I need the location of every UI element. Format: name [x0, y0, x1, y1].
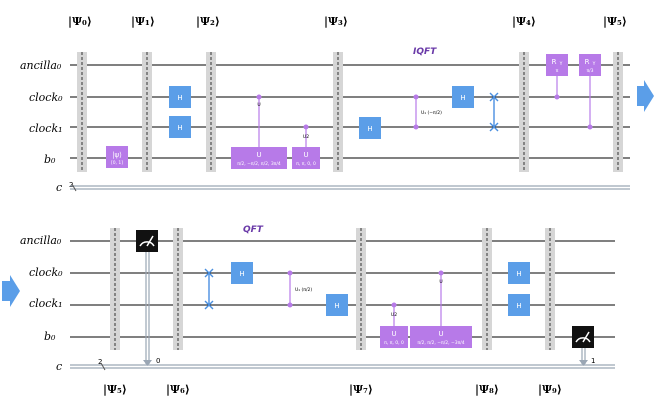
- h-gate-clock1-c: H: [326, 294, 348, 316]
- barrier-5: [613, 52, 623, 172]
- barrier-0: [77, 52, 87, 172]
- h-gate-clock1-b: H: [359, 117, 381, 139]
- svg-text:π/3: π/3: [586, 68, 593, 74]
- barrier-9: [545, 228, 555, 350]
- measure-bit-1: 1: [591, 357, 595, 365]
- psi5-label: |Ψ₅⟩: [603, 15, 627, 28]
- creg-label: c: [56, 181, 62, 194]
- swap-icon: [489, 92, 499, 132]
- swap-icon: [204, 268, 214, 310]
- svg-text:H: H: [334, 302, 339, 310]
- creg-width: 2: [98, 358, 102, 366]
- qubit-label-clock1: clock₁: [29, 122, 63, 135]
- svg-text:U: U: [438, 330, 443, 338]
- svg-text:R: R: [552, 58, 557, 66]
- measure-bit-0: 0: [156, 357, 160, 365]
- barrier-7: [356, 228, 366, 350]
- svg-text:U2: U2: [391, 312, 397, 318]
- controlled-u-gate-3: U2 U π, π, 0, 0: [380, 302, 408, 348]
- psi8-label: |Ψ₈⟩: [475, 383, 499, 396]
- svg-text:|ψ⟩: |ψ⟩: [112, 151, 122, 159]
- qubit-label-ancilla: ancilla₀: [20, 59, 62, 72]
- ry-gate-1: R Y π: [546, 54, 568, 100]
- svg-text:π, π, 0, 0: π, π, 0, 0: [296, 161, 316, 167]
- barrier-3: [333, 52, 343, 172]
- qubit-label-clock1: clock₁: [29, 297, 63, 310]
- barrier-6: [173, 228, 183, 350]
- svg-text:[0, 1]: [0, 1]: [111, 160, 123, 166]
- barrier-8: [482, 228, 492, 350]
- svg-text:π: π: [556, 69, 559, 74]
- barrier-4: [519, 52, 529, 172]
- ry-gate-2: R Y π/3: [579, 54, 601, 130]
- svg-text:R: R: [585, 58, 590, 66]
- svg-text:H: H: [177, 124, 182, 132]
- qubit-label-ancilla: ancilla₀: [20, 234, 62, 247]
- psi0-label: |Ψ₀⟩: [68, 15, 92, 28]
- continue-arrow-icon: [637, 80, 654, 112]
- svg-text:H: H: [460, 94, 465, 102]
- iqft-title: IQFT: [413, 47, 437, 57]
- svg-text:U: U: [439, 279, 442, 285]
- h-gate-clock1-d: H: [508, 294, 530, 316]
- svg-text:U: U: [391, 330, 396, 338]
- svg-text:Y: Y: [559, 61, 563, 67]
- psi2-label: |Ψ₂⟩: [196, 15, 220, 28]
- barrier-5b: [110, 228, 120, 350]
- svg-text:U₁ (−π/2): U₁ (−π/2): [421, 110, 442, 116]
- measure-icon: [136, 230, 158, 366]
- svg-text:π, π, 0, 0: π, π, 0, 0: [384, 340, 404, 346]
- qubit-label-b0: b₀: [44, 330, 56, 343]
- svg-text:H: H: [367, 125, 372, 133]
- qubit-label-b0: b₀: [44, 153, 56, 166]
- h-gate-clock0-d: H: [508, 262, 530, 284]
- svg-text:π/2, −π/2, π/2, 3π/4: π/2, −π/2, π/2, 3π/4: [237, 161, 281, 167]
- svg-text:U: U: [257, 102, 260, 108]
- controlled-u-gate-1: U U π/2, −π/2, π/2, 3π/4: [231, 94, 287, 169]
- init-gate: |ψ⟩ [0, 1]: [106, 146, 128, 168]
- psi9-label: |Ψ₉⟩: [538, 383, 562, 396]
- controlled-u-gate-2: U2 U π, π, 0, 0: [292, 124, 320, 169]
- psi3-label: |Ψ₃⟩: [324, 15, 348, 28]
- psi1-label: |Ψ₁⟩: [131, 15, 155, 28]
- creg-label: c: [56, 360, 62, 373]
- svg-text:U₁ (π/2): U₁ (π/2): [295, 287, 312, 293]
- bottom-circuit: QFT ancilla₀ clock₀ clock₁ b₀ c 2: [2, 225, 615, 396]
- svg-text:π/2, π/2, −π/2, −3π/4: π/2, π/2, −π/2, −3π/4: [417, 340, 464, 346]
- psi7-label: |Ψ₇⟩: [349, 383, 373, 396]
- svg-text:Y: Y: [592, 61, 596, 67]
- qft-title: QFT: [243, 225, 264, 235]
- svg-text:H: H: [177, 94, 182, 102]
- top-circuit: |Ψ₀⟩ |Ψ₁⟩ |Ψ₂⟩ |Ψ₃⟩ |Ψ₄⟩ |Ψ₅⟩ IQFT ancil…: [20, 15, 654, 194]
- qubit-label-clock0: clock₀: [29, 266, 63, 279]
- svg-text:U: U: [256, 151, 261, 159]
- h-gate-clock1-a: H: [169, 116, 191, 138]
- barrier-2: [206, 52, 216, 172]
- svg-text:U2: U2: [303, 134, 309, 140]
- controlled-phase-gate: U₁ (−π/2): [413, 94, 442, 130]
- controlled-u-gate-4: U U π/2, π/2, −π/2, −3π/4: [410, 270, 472, 348]
- creg-width: 2: [69, 181, 73, 189]
- psi5b-label: |Ψ₅⟩: [103, 383, 127, 396]
- continue-arrow-icon: [2, 275, 20, 307]
- qubit-label-clock0: clock₀: [29, 91, 63, 104]
- creg-slash: [71, 183, 77, 192]
- svg-text:U: U: [303, 151, 308, 159]
- svg-text:H: H: [516, 302, 521, 310]
- creg-slash: [100, 362, 106, 371]
- psi4-label: |Ψ₄⟩: [512, 15, 536, 28]
- h-gate-clock0-a: H: [169, 86, 191, 108]
- svg-text:H: H: [516, 270, 521, 278]
- svg-text:H: H: [239, 270, 244, 278]
- measure-icon: [572, 326, 594, 366]
- h-gate-clock0-c: H: [231, 262, 253, 284]
- controlled-phase-gate: U₁ (π/2): [287, 270, 312, 308]
- barrier-1: [142, 52, 152, 172]
- h-gate-clock0-b: H: [452, 86, 474, 108]
- psi6-label: |Ψ₆⟩: [166, 383, 190, 396]
